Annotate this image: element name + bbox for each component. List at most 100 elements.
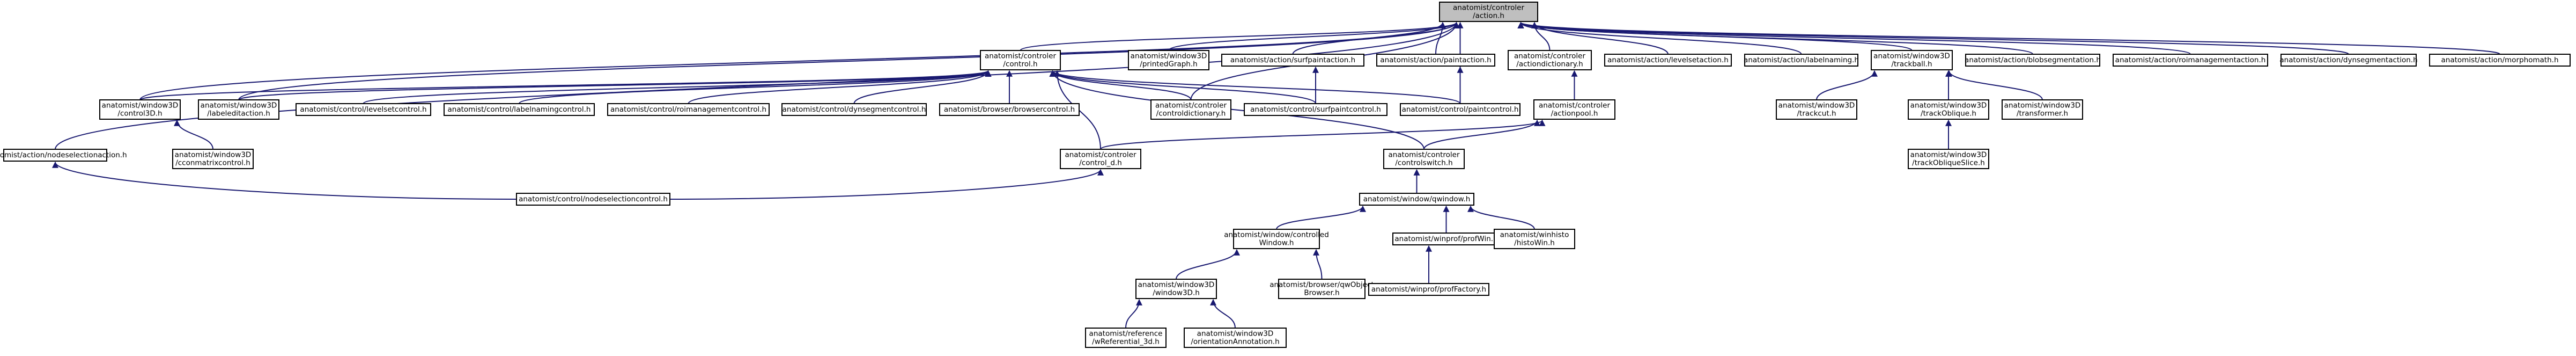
node-label: anatomist/window/controlled bbox=[1224, 231, 1329, 239]
node-printedgraph[interactable]: anatomist/window3D/printedGraph.h bbox=[1128, 50, 1209, 70]
node-label: anatomist/reference bbox=[1089, 330, 1163, 338]
node-transformer[interactable]: anatomist/window3D/transformer.h bbox=[2002, 99, 2083, 120]
node-window3d[interactable]: anatomist/window3D/window3D.h bbox=[1135, 279, 1217, 299]
edge-levelsetcontrol-to-control_h bbox=[363, 70, 992, 104]
node-trackcut[interactable]: anatomist/window3D/trackcut.h bbox=[1776, 99, 1857, 120]
node-box bbox=[1400, 103, 1520, 116]
node-paintaction[interactable]: anatomist/action/paintaction.h bbox=[1376, 54, 1495, 67]
edge-controlswitch-to-control_h bbox=[1049, 70, 1424, 150]
node-label: anatomist/control/nodeselectioncontrol.h bbox=[519, 195, 668, 204]
node-box bbox=[516, 193, 670, 206]
edge-roimanagementaction-to-root bbox=[1517, 21, 2191, 55]
node-box bbox=[1439, 2, 1538, 22]
edge-wreferential-to-window3d bbox=[1125, 299, 1142, 329]
node-label: anatomist/control/roimanagementcontrol.h bbox=[610, 105, 766, 114]
node-label: /control_d.h bbox=[1079, 159, 1122, 168]
edge-nodeselectionaction-to-root bbox=[55, 21, 1460, 150]
node-label: /printedGraph.h bbox=[1140, 60, 1197, 69]
node-roimanagementaction[interactable]: anatomist/action/roimanagementaction.h bbox=[2113, 54, 2268, 67]
node-morphomath[interactable]: anatomist/action/morphomath.h bbox=[2429, 54, 2571, 67]
node-orientationannotation[interactable]: anatomist/window3D/orientationAnnotation… bbox=[1184, 328, 1287, 348]
node-cmmatrixcontrol[interactable]: anatomist/window3D/cconmatrixcontrol.h bbox=[172, 149, 254, 169]
node-label: anatomist/action/roimanagementaction.h bbox=[2115, 56, 2266, 64]
node-box bbox=[1604, 54, 1732, 67]
edge-blobsegmentation-to-root bbox=[1517, 21, 2033, 55]
node-label: anatomist/action/surfpaintaction.h bbox=[1230, 56, 1355, 64]
node-label: anatomist/window3D bbox=[1197, 330, 1274, 338]
node-paintcontrol[interactable]: anatomist/control/paintcontrol.h bbox=[1400, 103, 1520, 116]
node-label: /wReferential_3d.h bbox=[1092, 338, 1160, 346]
node-control-d[interactable]: anatomist/controler/control_d.h bbox=[1060, 149, 1141, 169]
node-labeleditaction[interactable]: anatomist/window3D/labeleditaction.h bbox=[198, 99, 279, 120]
node-label: anatomist/winhisto bbox=[1500, 231, 1569, 239]
node-box bbox=[1908, 149, 1989, 169]
node-actionpool[interactable]: anatomist/controler/actionpool.h bbox=[1533, 99, 1615, 120]
node-actiondictionary[interactable]: anatomist/controler/actiondictionary.h bbox=[1508, 50, 1592, 70]
edge-labeleditaction-to-root bbox=[238, 21, 1460, 100]
node-control3d[interactable]: anatomist/window3D/control3D.h bbox=[99, 99, 181, 120]
node-label: anatomist/window3D bbox=[1910, 101, 1987, 110]
node-label: /orientationAnnotation.h bbox=[1191, 338, 1279, 346]
node-box bbox=[1908, 99, 1989, 120]
node-box bbox=[1085, 328, 1167, 348]
node-root[interactable]: anatomist/controler/action.h bbox=[1439, 2, 1538, 22]
node-blobsegmentation[interactable]: anatomist/action/blobsegmentation.h bbox=[1965, 54, 2101, 67]
edge-control_d-to-actionpool bbox=[1100, 119, 1546, 150]
node-controlswitch[interactable]: anatomist/controler/controlswitch.h bbox=[1383, 149, 1465, 169]
node-label: anatomist/control/labelnamingcontrol.h bbox=[448, 105, 591, 114]
node-box bbox=[1776, 99, 1857, 120]
node-labelnamingcontrol[interactable]: anatomist/control/labelnamingcontrol.h bbox=[444, 103, 595, 116]
node-nodeselectionaction[interactable]: anatomist/action/nodeselectionaction.h bbox=[0, 149, 127, 162]
node-dynsegmentaction[interactable]: anatomist/action/dynsegmentaction.h bbox=[2279, 54, 2418, 67]
node-label: /actiondictionary.h bbox=[1516, 60, 1583, 69]
node-box bbox=[444, 103, 595, 116]
node-label: /controlswitch.h bbox=[1395, 159, 1452, 168]
node-label: anatomist/controler bbox=[1388, 151, 1460, 159]
node-labelnaming[interactable]: anatomist/action/labelnaming.h bbox=[1744, 54, 1859, 67]
node-trackobliqueslice[interactable]: anatomist/window3D/trackObliqueSlice.h bbox=[1908, 149, 1989, 169]
node-surfpaintaction[interactable]: anatomist/action/surfpaintaction.h bbox=[1221, 54, 1364, 67]
edge-morphomath-to-root bbox=[1518, 21, 2500, 55]
node-label: /trackcut.h bbox=[1797, 110, 1836, 118]
node-label: anatomist/window3D bbox=[1873, 52, 1950, 61]
node-label: anatomist/controler bbox=[1065, 151, 1136, 159]
node-roimanagementcontrol[interactable]: anatomist/control/roimanagementcontrol.h bbox=[607, 103, 770, 116]
node-box bbox=[1871, 50, 1953, 70]
node-box bbox=[1508, 50, 1592, 70]
edge-dynsegmentaction-to-root bbox=[1518, 21, 2349, 55]
node-dynsegmentcontrol[interactable]: anatomist/control/dynsegmentcontrol.h bbox=[781, 103, 927, 116]
node-nodeselectioncontrol[interactable]: anatomist/control/nodeselectioncontrol.h bbox=[516, 193, 670, 206]
node-proffactory[interactable]: anatomist/winprof/profFactory.h bbox=[1368, 283, 1489, 296]
node-qwindow[interactable]: anatomist/window/qwindow.h bbox=[1359, 193, 1474, 206]
node-controldictionary[interactable]: anatomist/controler/controldictionary.h bbox=[1150, 99, 1231, 120]
node-wreferential[interactable]: anatomist/reference/wReferential_3d.h bbox=[1085, 328, 1167, 348]
node-label: anatomist/action/paintaction.h bbox=[1380, 56, 1491, 64]
edge-transformer-to-trackball bbox=[1946, 70, 2043, 100]
edge-control_h-to-root bbox=[1020, 21, 1460, 51]
node-levelsetcontrol[interactable]: anatomist/control/levelsetcontrol.h bbox=[296, 103, 431, 116]
node-label: anatomist/winprof/profFactory.h bbox=[1371, 285, 1486, 294]
node-label: /controldictionary.h bbox=[1156, 110, 1226, 118]
node-levelsetaction[interactable]: anatomist/action/levelsetaction.h bbox=[1604, 54, 1732, 67]
node-label: Window.h bbox=[1259, 239, 1294, 248]
node-profwin[interactable]: anatomist/winprof/profWin.h bbox=[1392, 233, 1500, 245]
edge-controlswitch-to-actionpool bbox=[1423, 119, 1540, 150]
node-label: /trackObliqueSlice.h bbox=[1912, 159, 1985, 168]
node-label: /actionpool.h bbox=[1551, 110, 1598, 118]
node-browsercontrol[interactable]: anatomist/browser/browsercontrol.h bbox=[939, 103, 1080, 116]
node-surfpaintcontrol[interactable]: anatomist/control/surfpaintcontrol.h bbox=[1244, 103, 1387, 116]
node-histowin[interactable]: anatomist/winhisto/histoWin.h bbox=[1494, 229, 1575, 249]
edge-qobjectbrowser-to-controlledwindow bbox=[1313, 249, 1323, 280]
node-box bbox=[1744, 54, 1858, 67]
node-box bbox=[198, 99, 279, 120]
node-box bbox=[2002, 99, 2083, 120]
node-trackball[interactable]: anatomist/window3D/trackball.h bbox=[1871, 50, 1953, 70]
node-box bbox=[1494, 229, 1575, 249]
node-control-h[interactable]: anatomist/controler/control.h bbox=[980, 50, 1061, 70]
node-box bbox=[1244, 103, 1387, 116]
edge-dynsegmentcontrol-to-control_h bbox=[853, 70, 992, 104]
node-trackoblique[interactable]: anatomist/window3D/trackOblique.h bbox=[1908, 99, 1989, 120]
